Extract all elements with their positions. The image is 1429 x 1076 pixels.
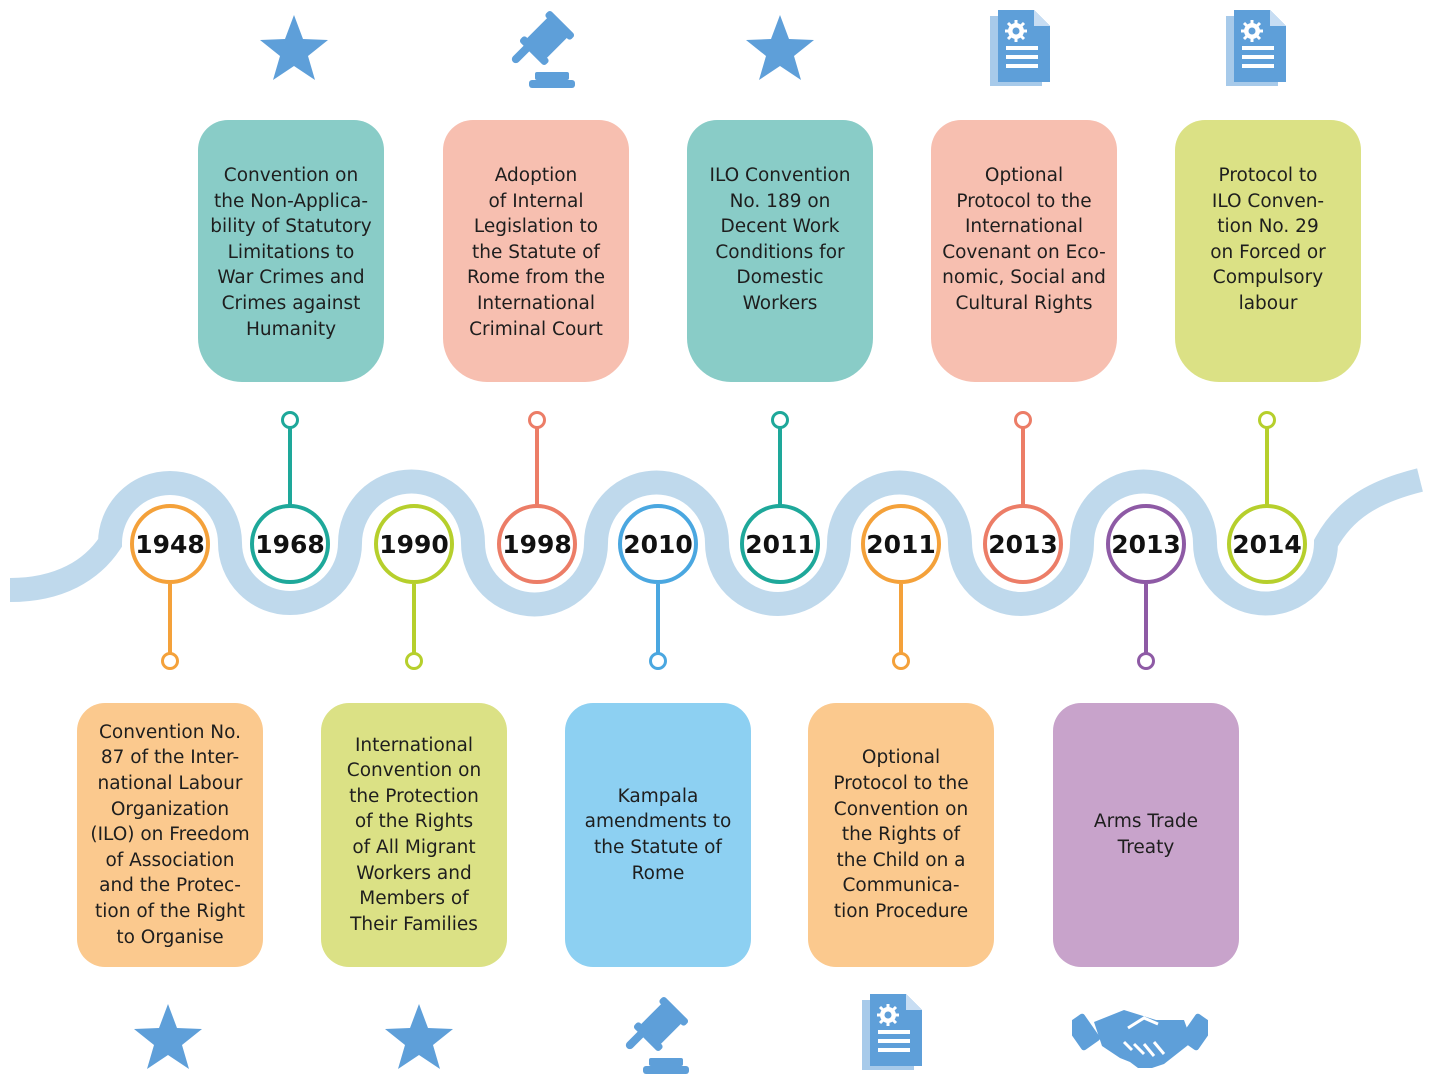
connector-node: [528, 411, 546, 429]
year-circle-2011-a: 2011: [740, 504, 820, 584]
year-label: 1990: [379, 529, 449, 559]
connector-node: [405, 652, 423, 670]
year-label: 2011: [866, 529, 936, 559]
event-description: ILO Convention No. 189 on Decent Work Co…: [709, 165, 851, 314]
event-description: Kampala amendments to the Statute of Rom…: [584, 785, 732, 884]
connector-line: [168, 584, 172, 654]
year-label: 2013: [1111, 529, 1181, 559]
event-description: Protocol to ILO Conven- tion No. 29 on F…: [1210, 165, 1326, 314]
connector-line: [1265, 428, 1269, 506]
year-circle-1998: 1998: [497, 504, 577, 584]
connector-node: [771, 411, 789, 429]
event-card-2014: Protocol to ILO Conven- tion No. 29 on F…: [1175, 120, 1361, 382]
event-card-2011-b: Optional Protocol to the Convention on t…: [808, 703, 994, 967]
star-icon: [132, 1002, 204, 1070]
year-circle-1990: 1990: [374, 504, 454, 584]
event-card-1998: Adoption of Internal Legislation to the …: [443, 120, 629, 382]
document-gear-icon: [990, 10, 1052, 86]
gavel-icon: [503, 10, 583, 90]
event-description: Convention No. 87 of the Inter- national…: [90, 721, 250, 948]
year-label: 1998: [502, 529, 572, 559]
event-description: International Convention on the Protecti…: [346, 734, 482, 935]
event-description: Convention on the Non-Applica- bility of…: [210, 165, 372, 340]
year-label: 1968: [255, 529, 325, 559]
year-circle-1968: 1968: [250, 504, 330, 584]
year-label: 1948: [135, 529, 205, 559]
year-circle-2011-b: 2011: [861, 504, 941, 584]
year-label: 2011: [745, 529, 815, 559]
event-card-1948: Convention No. 87 of the Inter- national…: [77, 703, 263, 967]
connector-node: [1014, 411, 1032, 429]
connector-node: [161, 652, 179, 670]
year-label: 2014: [1232, 529, 1302, 559]
year-label: 2010: [623, 529, 693, 559]
star-icon: [383, 1002, 455, 1070]
star-icon: [744, 13, 816, 81]
event-card-1990: International Convention on the Protecti…: [321, 703, 507, 967]
document-gear-icon: [862, 994, 924, 1070]
connector-line: [288, 428, 292, 506]
event-description: Adoption of Internal Legislation to the …: [467, 165, 605, 340]
year-circle-2013-a: 2013: [983, 504, 1063, 584]
event-card-2010: Kampala amendments to the Statute of Rom…: [565, 703, 751, 967]
event-description: Arms Trade Treaty: [1093, 811, 1199, 858]
event-card-2013-b: Arms Trade Treaty: [1053, 703, 1239, 967]
connector-node: [892, 652, 910, 670]
handshake-icon: [1072, 998, 1208, 1072]
year-circle-1948: 1948: [130, 504, 210, 584]
connector-line: [656, 584, 660, 654]
year-circle-2010: 2010: [618, 504, 698, 584]
wave-band: [9, 468, 1424, 617]
year-circle-2013-b: 2013: [1106, 504, 1186, 584]
gavel-icon: [617, 996, 697, 1076]
connector-line: [412, 584, 416, 654]
connector-node: [281, 411, 299, 429]
connector-node: [1137, 652, 1155, 670]
event-card-1968: Convention on the Non-Applica- bility of…: [198, 120, 384, 382]
document-gear-icon: [1226, 10, 1288, 86]
event-card-2013-a: Optional Protocol to the International C…: [931, 120, 1117, 382]
star-icon: [258, 13, 330, 81]
connector-line: [1021, 428, 1025, 506]
connector-node: [649, 652, 667, 670]
connector-line: [535, 428, 539, 506]
year-label: 2013: [988, 529, 1058, 559]
connector-line: [899, 584, 903, 654]
year-circle-2014: 2014: [1227, 504, 1307, 584]
event-card-2011-a: ILO Convention No. 189 on Decent Work Co…: [687, 120, 873, 382]
connector-node: [1258, 411, 1276, 429]
event-description: Optional Protocol to the International C…: [942, 165, 1106, 314]
connector-line: [1144, 584, 1148, 654]
connector-line: [778, 428, 782, 506]
event-description: Optional Protocol to the Convention on t…: [833, 747, 969, 922]
